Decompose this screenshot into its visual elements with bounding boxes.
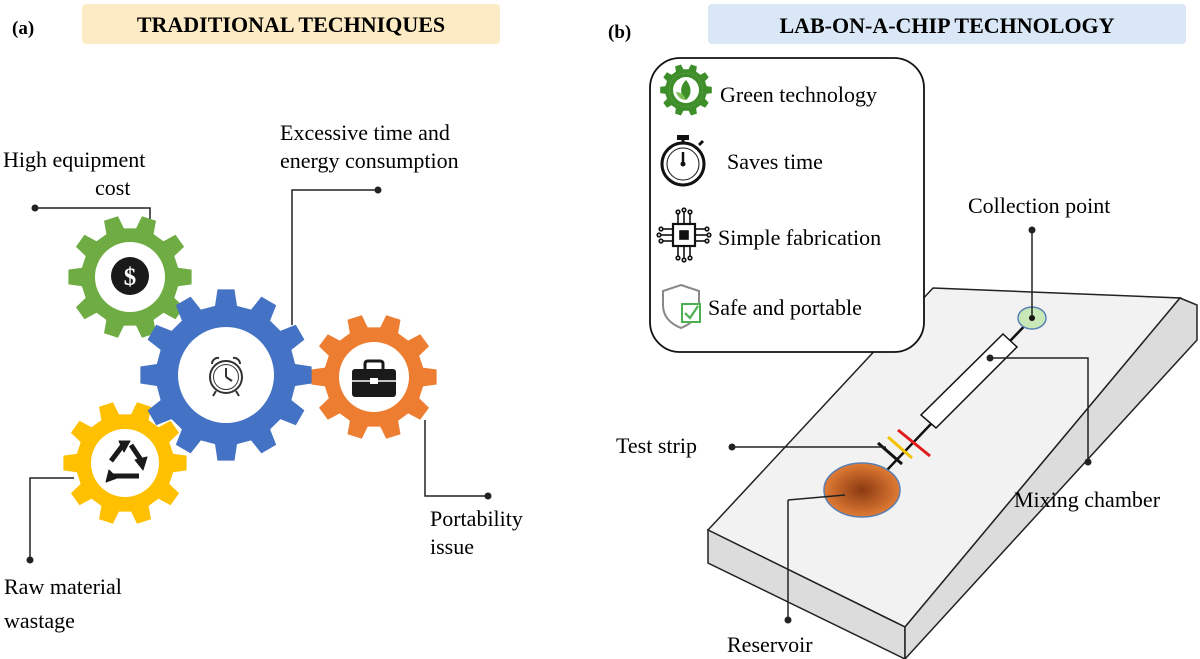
strip-line-2 [887,435,913,460]
chip-front-side [707,528,906,659]
panel-a-label: (a) [12,18,34,39]
panel-b-title-bg [708,4,1186,44]
microchip-icon [656,207,712,263]
raw-material-dot [26,556,34,564]
recycle-icon [105,440,148,483]
benefits-box: Green technology Saves time [649,57,925,353]
portability-leader [424,420,488,497]
test-strip-label: Test strip [616,433,697,458]
panel-a-title: TRADITIONAL TECHNIQUES [137,12,445,37]
reservoir [823,462,901,518]
benefit-text-safe: Safe and portable [708,295,862,320]
mixing-label: Mixing chamber [1014,487,1161,512]
portability-text: Portability issue [430,506,528,559]
equipment-cost-leader [35,207,151,228]
test-strip-dot [728,443,736,451]
green-gear-leaf-icon [660,64,712,116]
yellow-gear-hub [91,429,159,497]
time-energy-dot [374,186,382,194]
mixing-end-dot [1084,458,1092,466]
chip [706,287,1198,659]
panel-b-label: (b) [608,22,631,43]
shield-check-icon [662,283,701,330]
mixing-leader [990,357,1089,462]
dollar-symbol: $ [124,264,137,291]
briefcase-icon [352,359,396,397]
panel-b: (b) LAB-ON-A-CHIP TECHNOLOGY [608,4,1198,659]
panel-a-title-bg [82,4,500,44]
reservoir-label: Reservoir [727,632,813,657]
equipment-cost-text: High equipment cost [3,147,151,200]
benefit-text-time: Saves time [727,149,823,174]
strip-line-3 [897,428,931,458]
reservoir-leader-h [787,494,846,501]
alarm-clock-icon [209,356,243,397]
collection-label: Collection point [968,193,1110,218]
stopwatch-icon [660,135,706,187]
dollar-icon: $ [111,257,149,295]
raw-material-leader [29,477,74,560]
benefit-text-fabrication: Simple fabrication [718,225,881,250]
panel-a: (a) TRADITIONAL TECHNIQUES $ [3,4,528,633]
equipment-cost-dot [31,204,39,212]
benefit-text-green: Green technology [720,82,877,107]
mixing-dot [986,354,994,362]
time-energy-text: Excessive time and energy consumption [280,120,459,173]
chip-right-side [904,297,1198,659]
benefits-box-frame [649,57,925,353]
panel-b-title: LAB-ON-A-CHIP TECHNOLOGY [779,13,1114,38]
time-energy-leader [291,189,378,325]
reservoir-dot [784,616,792,624]
portability-dot [484,492,492,500]
raw-material-text: Raw material wastage [4,574,127,633]
collection-dot [1028,226,1036,234]
